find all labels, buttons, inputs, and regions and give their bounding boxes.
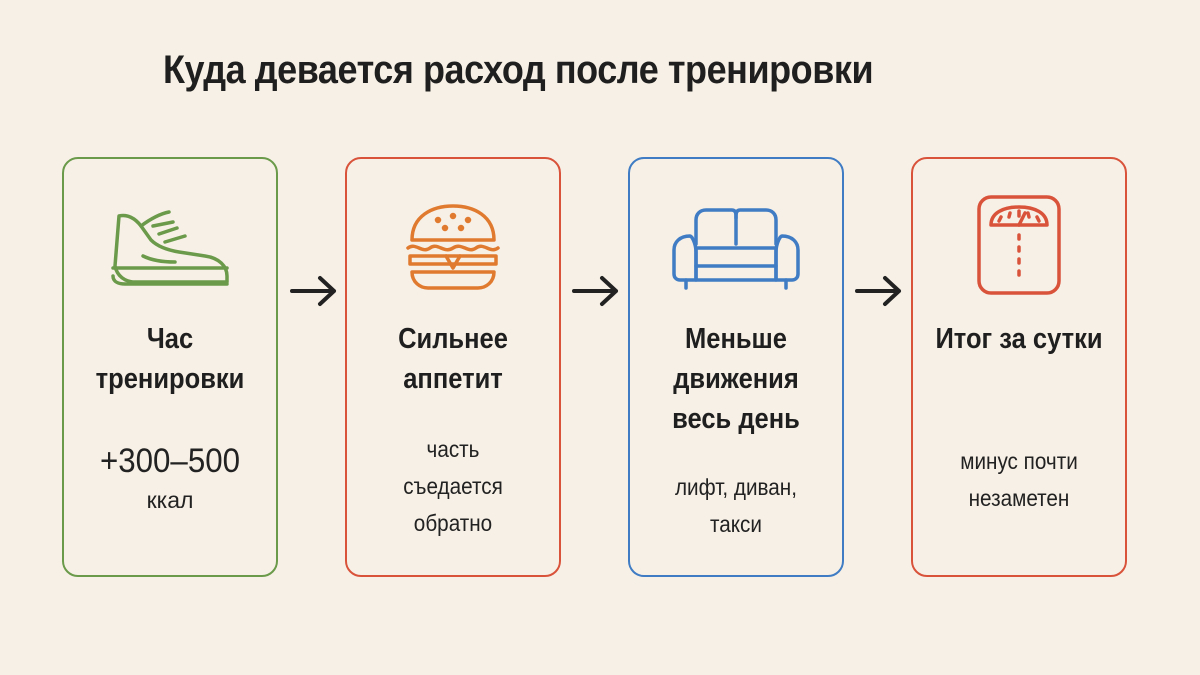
- step-card-workout: Час тренировки +300–500 ккал: [62, 157, 278, 577]
- step-note: лифт, диван, такси: [674, 474, 798, 537]
- step-card-appetite: Сильнее аппетит часть съедается обратно: [345, 157, 561, 577]
- arrow-right-icon: [572, 276, 618, 306]
- calorie-unit: ккал: [146, 487, 194, 513]
- step-heading: Сильнее аппетит: [398, 323, 508, 395]
- step-heading: Час тренировки: [95, 323, 245, 395]
- calorie-value: +300–500: [99, 442, 241, 480]
- step-card-daily-total: Итог за сутки минус почти незаметен: [911, 157, 1127, 577]
- step-note: минус почти незаметен: [960, 448, 1078, 511]
- step-card-less-movement: Меньше движения весь день лифт, диван, т…: [628, 157, 844, 577]
- step-note: часть съедается обратно: [403, 436, 503, 536]
- burger-icon: [347, 191, 559, 301]
- step-heading: Меньше движения весь день: [672, 323, 800, 435]
- arrow-right-icon: [855, 276, 901, 306]
- scale-icon: [913, 191, 1125, 301]
- page-title: Куда девается расход после тренировки: [163, 48, 874, 92]
- arrow-right-icon: [290, 276, 336, 306]
- sofa-icon: [630, 191, 842, 301]
- step-heading: Итог за сутки: [935, 323, 1103, 355]
- sneaker-icon: [64, 191, 276, 301]
